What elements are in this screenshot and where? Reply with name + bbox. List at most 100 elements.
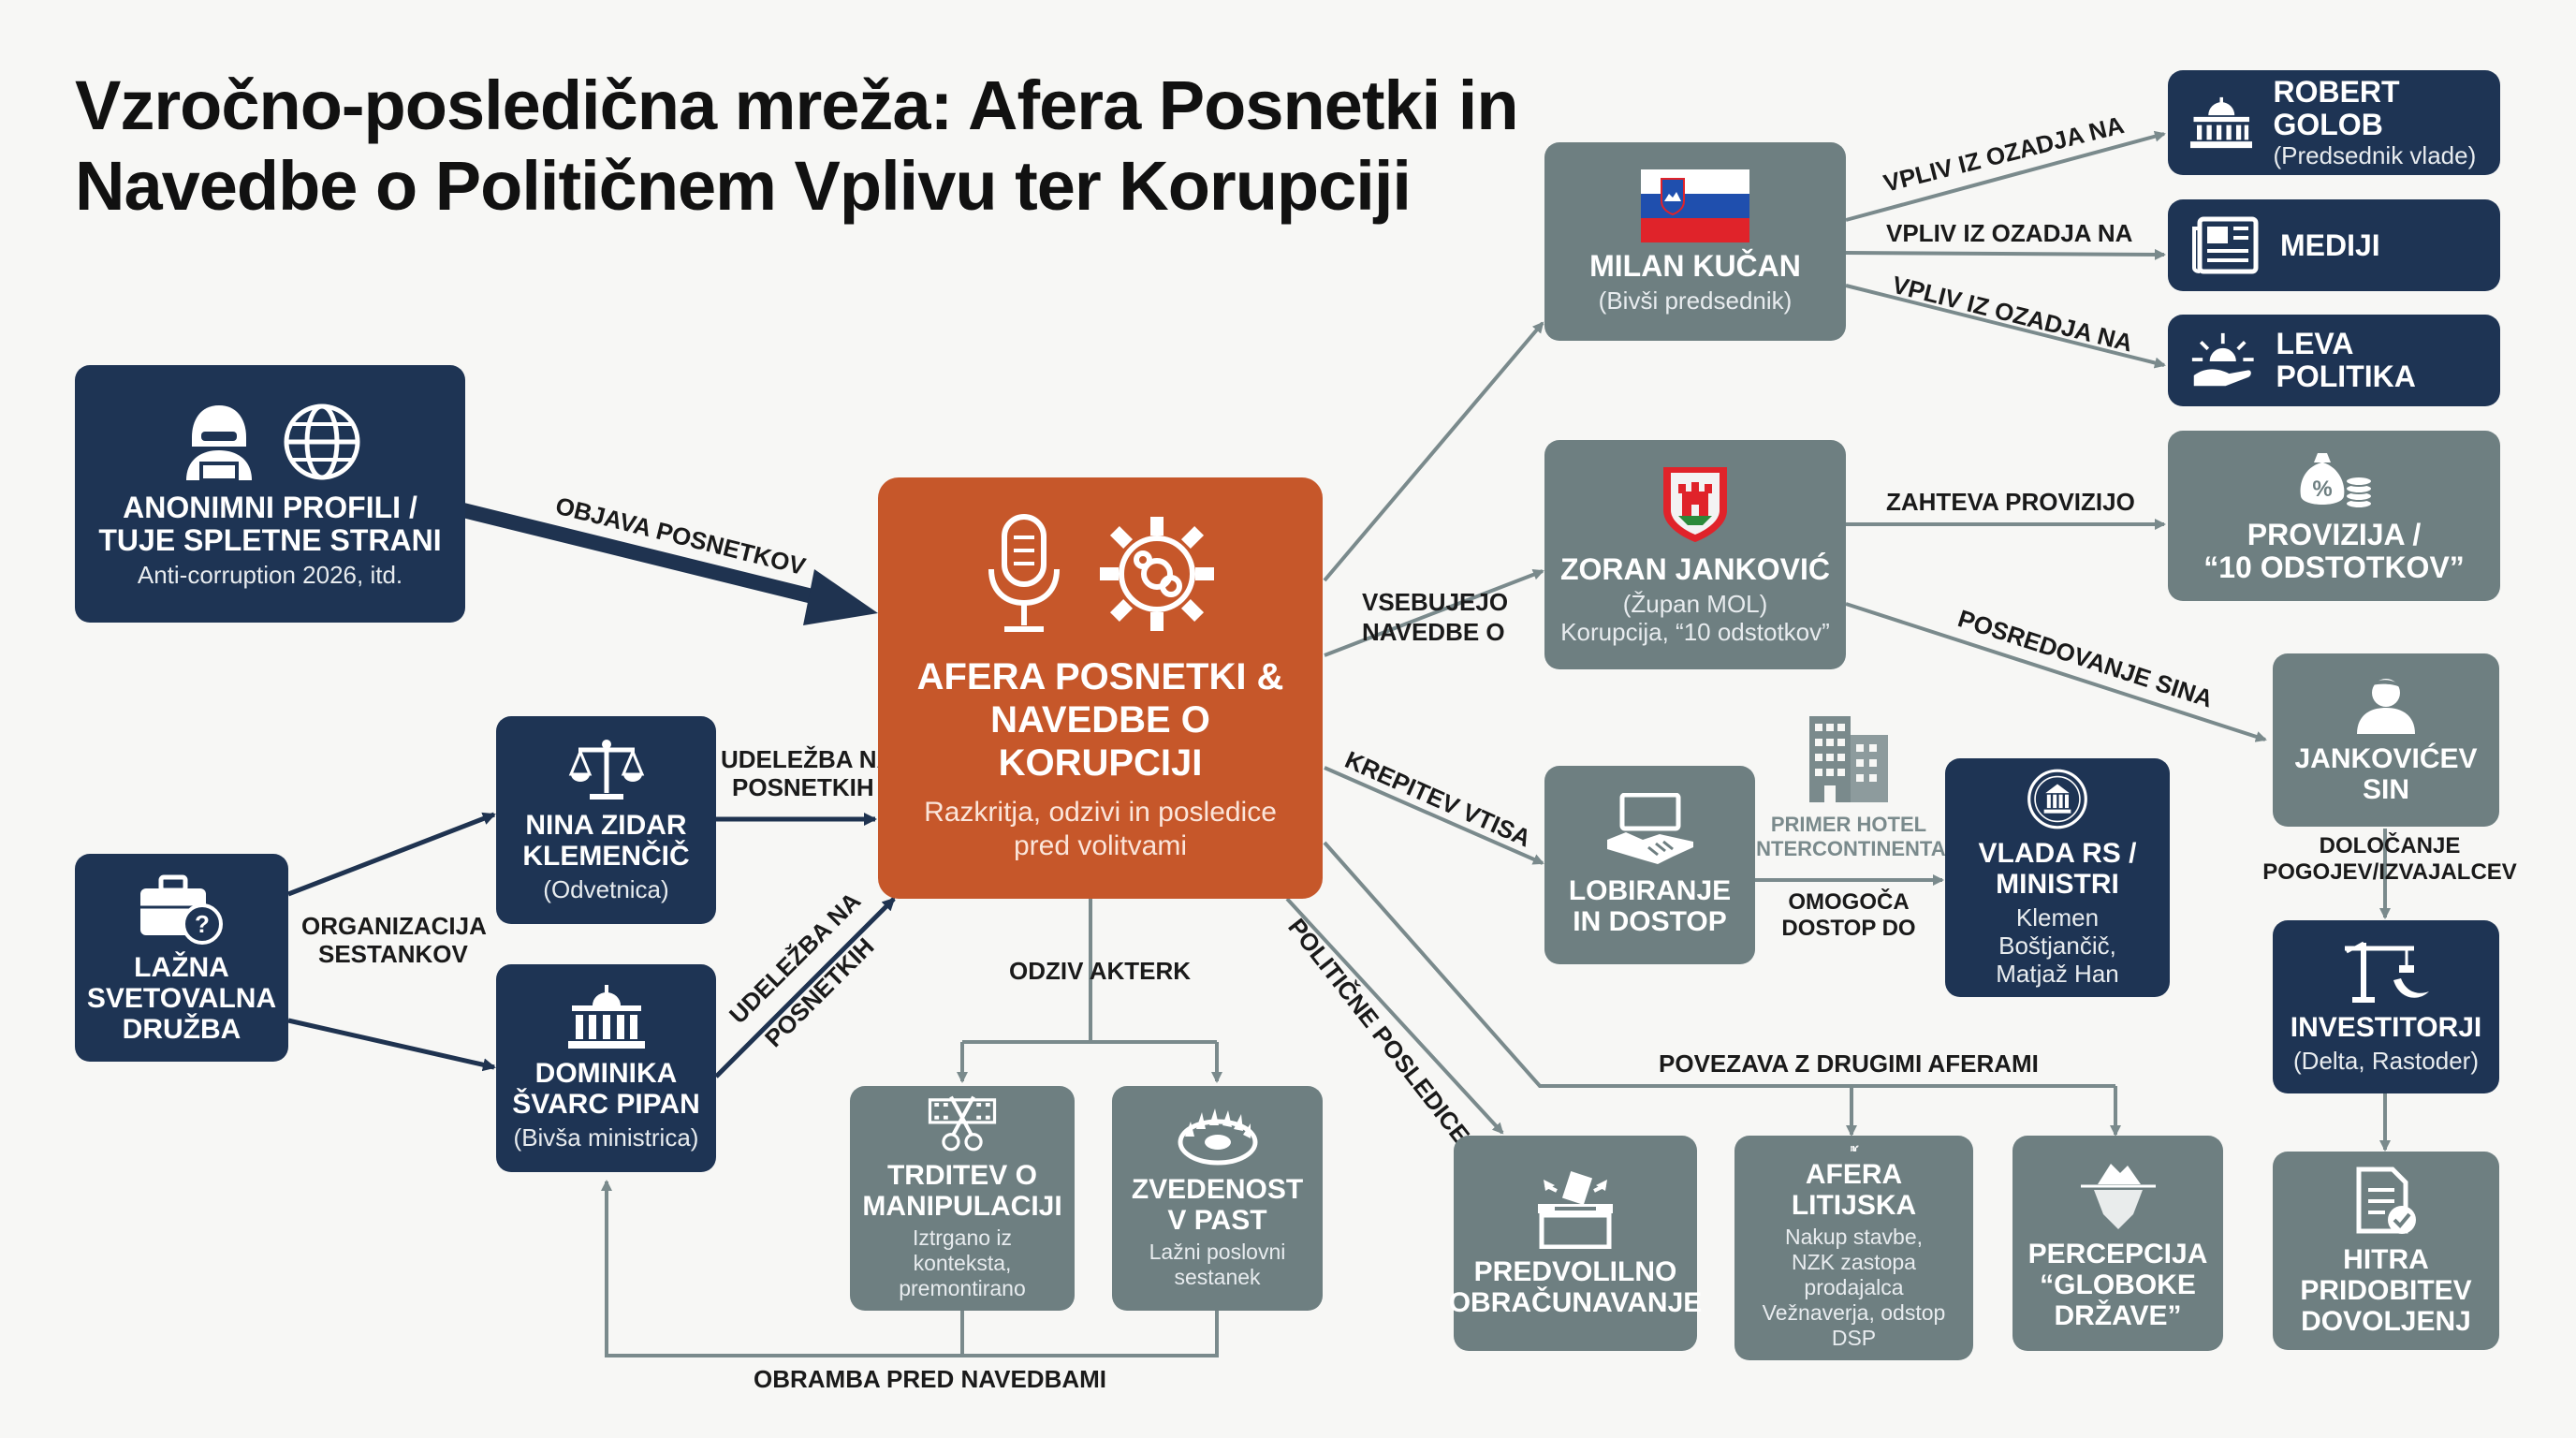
jankovic-name: ZORAN JANKOVIĆ (1559, 552, 1830, 586)
microphone-icon (988, 514, 1060, 632)
central-sub-1: Razkritja, odzivi in posledice (924, 797, 1277, 828)
percepcija-name-2: “GLOBOKE (2040, 1269, 2196, 1300)
lazna-name-2: SVETOVALNA (86, 982, 277, 1014)
sin-name-1: JANKOVIĆEV (2294, 742, 2478, 774)
elabel-vpliv3: VPLIV IZ OZADJA NA (1890, 271, 2136, 358)
percepcija-name-1: PERCEPCIJA (2027, 1238, 2208, 1269)
scales-icon (568, 740, 644, 800)
node-trditev-o-manipulaciji[interactable]: TRDITEV O MANIPULACIJI Iztrgano iz konte… (850, 1086, 1075, 1311)
vlada-name-1: VLADA RS / (1978, 838, 2137, 869)
svg-text:?: ? (195, 910, 210, 938)
sunrise-hand-icon (2191, 332, 2254, 387)
elabel-zahteva: ZAHTEVA PROVIZIJO (1886, 488, 2135, 516)
svg-text:%: % (2312, 477, 2332, 502)
elabel-krepitev: KREPITEV VTISA (1341, 745, 1536, 852)
node-zoran-jankovic[interactable]: ZORAN JANKOVIĆ (Župan MOL) Korupcija, “1… (1544, 440, 1846, 669)
edge-central-povezava (1323, 841, 2115, 1088)
lobiranje-name-2: IN DOSTOP (1573, 906, 1727, 937)
edge-obramba-right (962, 1311, 1219, 1357)
predvolilno-name-1: PREDVOLILNO (1473, 1256, 1677, 1287)
nina-name-1: NINA ZIDAR (525, 810, 687, 841)
node-milan-kucan[interactable]: MILAN KUČAN (Bivši predsednik) (1544, 142, 1846, 341)
edge-central-jankovic (1324, 569, 1544, 657)
elabel-vsebujejo2: NAVEDBE O (1362, 618, 1505, 646)
zvedenost-sub-1: Lažni poslovni (1149, 1240, 1286, 1264)
film-scissors-icon (928, 1095, 997, 1152)
zvedenost-sub-2: sestanek (1174, 1265, 1261, 1289)
node-vlada-rs-ministri[interactable]: VLADA RS / MINISTRI Klemen Boštjančič, M… (1945, 758, 2170, 997)
node-mediji[interactable]: MEDIJI (2168, 199, 2500, 291)
node-afera-litijska[interactable]: AFERA LITIJSKA Nakup stavbe, NZK zastopa… (1734, 1136, 1973, 1360)
money-bag-icon: % (2300, 453, 2373, 509)
diagram-title: Vzročno-posledična mreža: Afera Posnetki… (75, 66, 1535, 227)
central-sub-2: pred volitvami (1013, 830, 1188, 861)
node-dominika-svarc-pipan[interactable]: DOMINIKA ŠVARC PIPAN (Bivša ministrica) (496, 964, 716, 1172)
anon-name-1: ANONIMNI PROFILI / (123, 490, 417, 524)
label-dolocanje-2: POGOJEV/IZVAJALCEV (2262, 859, 2517, 885)
vlada-sub-1: Klemen Boštjančič, (1998, 903, 2116, 960)
label-omogoca: OMOGOČA DOSTOP DO (1760, 889, 1938, 942)
crane-banana-icon (2345, 941, 2429, 1003)
bear-trap-icon (1178, 1108, 1257, 1166)
lobiranje-name-1: LOBIRANJE (1568, 875, 1732, 906)
node-nina-zidar[interactable]: NINA ZIDAR KLEMENČIČ (Odvetnica) (496, 716, 716, 924)
provizija-name-1: PROVIZIJA / (2247, 518, 2422, 551)
elabel-povezava: POVEZAVA Z DRUGIMI AFERAMI (1659, 1049, 2039, 1078)
node-robert-golob[interactable]: ROBERT GOLOB (Predsednik vlade) (2168, 70, 2500, 175)
elabel-udelezba1a: UDELEŽBA NA (721, 745, 895, 773)
edge-kucan-golob (1845, 130, 2166, 222)
nina-sub: (Odvetnica) (543, 875, 669, 903)
briefcase-question-icon: ? (140, 874, 223, 945)
ballot-box-icon (1538, 1171, 1613, 1249)
person-icon (2357, 678, 2415, 734)
edge-central-kucan (1323, 321, 1544, 582)
gears-icon (1099, 517, 1214, 631)
label-hotel-1: PRIMER HOTEL (1770, 813, 1927, 836)
edge-central-predvolilno (1285, 897, 1504, 1135)
node-anonimni-profili[interactable]: ANONIMNI PROFILI / TUJE SPLETNE STRANI A… (75, 365, 465, 623)
edge-objava-arrowhead (803, 569, 878, 625)
edge-objava (461, 503, 826, 607)
newspaper-icon (2192, 216, 2259, 274)
sin-name-2: SIN (2362, 773, 2409, 805)
ljubljana-crest-icon (1663, 467, 1727, 542)
node-leva-politika[interactable]: LEVA POLITIKA (2168, 315, 2500, 406)
node-provizija[interactable]: % PROVIZIJA / “10 ODSTOTKOV” (2168, 431, 2500, 601)
node-predvolilno-obracunavanje[interactable]: PREDVOLILNO OBRAČUNAVANJE (1449, 1136, 1702, 1351)
edge-central-lobiranje (1324, 766, 1544, 865)
anon-icons (177, 400, 364, 484)
node-lobiranje-in-dostop[interactable]: LOBIRANJE IN DOSTOP (1544, 766, 1755, 964)
node-lazna-svetovalna-druzba[interactable]: ? LAŽNA SVETOVALNA DRUŽBA (75, 854, 288, 1062)
golob-sub: (Predsednik vlade) (2273, 141, 2477, 169)
dominika-name-1: DOMINIKA (534, 1058, 678, 1089)
node-investitorji[interactable]: INVESTITORJI (Delta, Rastoder) (2273, 920, 2499, 1093)
elabel-vpliv2: VPLIV IZ OZADJA NA (1886, 219, 2133, 247)
node-afera-posnetki[interactable]: AFERA POSNETKI & NAVEDBE O KORUPCIJI Raz… (878, 477, 1323, 899)
node-zvedenost-v-past[interactable]: ZVEDENOST V PAST Lažni poslovni sestanek (1112, 1086, 1323, 1311)
anon-name-2: TUJE SPLETNE STRANI (98, 522, 442, 557)
slovenia-flag-icon (1641, 169, 1749, 242)
edge-jankovic-sin (1845, 602, 2267, 742)
document-check-icon (2356, 1167, 2416, 1234)
building-tag-icon (1850, 1145, 1859, 1152)
globe-icon (284, 404, 359, 479)
elabel-vsebujejo1: VSEBUJEJO (1362, 588, 1508, 616)
lazna-name-1: LAŽNA (134, 951, 229, 983)
hacker-icon (185, 404, 252, 480)
vlada-sub-2: Matjaž Han (1996, 960, 2119, 988)
dominika-name-2: ŠVARC PIPAN (512, 1089, 700, 1120)
lazna-name-3: DRUŽBA (122, 1013, 242, 1045)
government-building-icon (567, 985, 645, 1049)
title-line-1: Vzročno-posledična mreža: Afera Posnetki… (75, 66, 1519, 144)
node-hitra-pridobitev-dovoljenj[interactable]: HITRA PRIDOBITEV DOVOLJENJ (2273, 1152, 2499, 1350)
node-percepcija-globoke-drzave[interactable]: PERCEPCIJA “GLOBOKE DRŽAVE” (2012, 1136, 2223, 1351)
anon-sub: Anti-corruption 2026, itd. (137, 560, 403, 589)
leva-name: LEVA POLITIKA (2276, 327, 2416, 393)
edge-kucan-mediji (1845, 248, 2166, 260)
edge-kucan-leva (1845, 284, 2166, 369)
kucan-sub: (Bivši predsednik) (1598, 286, 1793, 315)
investitorji-sub: (Delta, Rastoder) (2293, 1047, 2479, 1075)
investitorji-name: INVESTITORJI (2290, 1012, 2482, 1043)
node-jankovicev-sin[interactable]: JANKOVIĆEV SIN (2273, 653, 2499, 827)
elabel-organizacija2: SESTANKOV (318, 940, 469, 968)
